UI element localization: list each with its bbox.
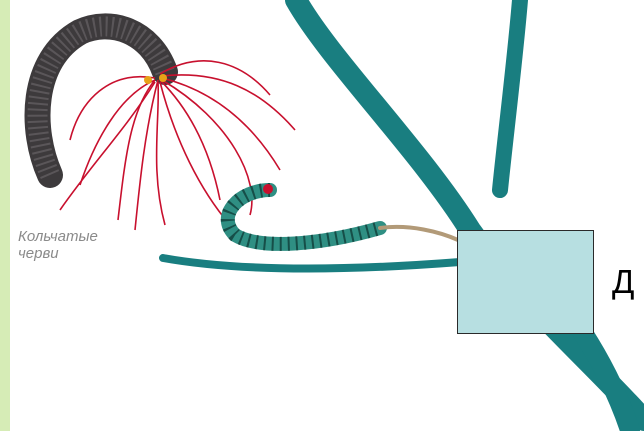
annelid-worm-illustration (38, 26, 295, 230)
caption-line-1: Кольчатые (18, 228, 98, 245)
segmented-worm-illustration (228, 184, 458, 244)
annelids-caption: Кольчатые черви (18, 228, 98, 262)
tentacles (60, 61, 295, 230)
cut-off-label: Д (612, 262, 634, 302)
caption-line-2: черви (18, 245, 98, 262)
empty-answer-box[interactable] (457, 230, 594, 334)
left-branch (163, 258, 460, 268)
upper-right-branch (500, 0, 520, 190)
